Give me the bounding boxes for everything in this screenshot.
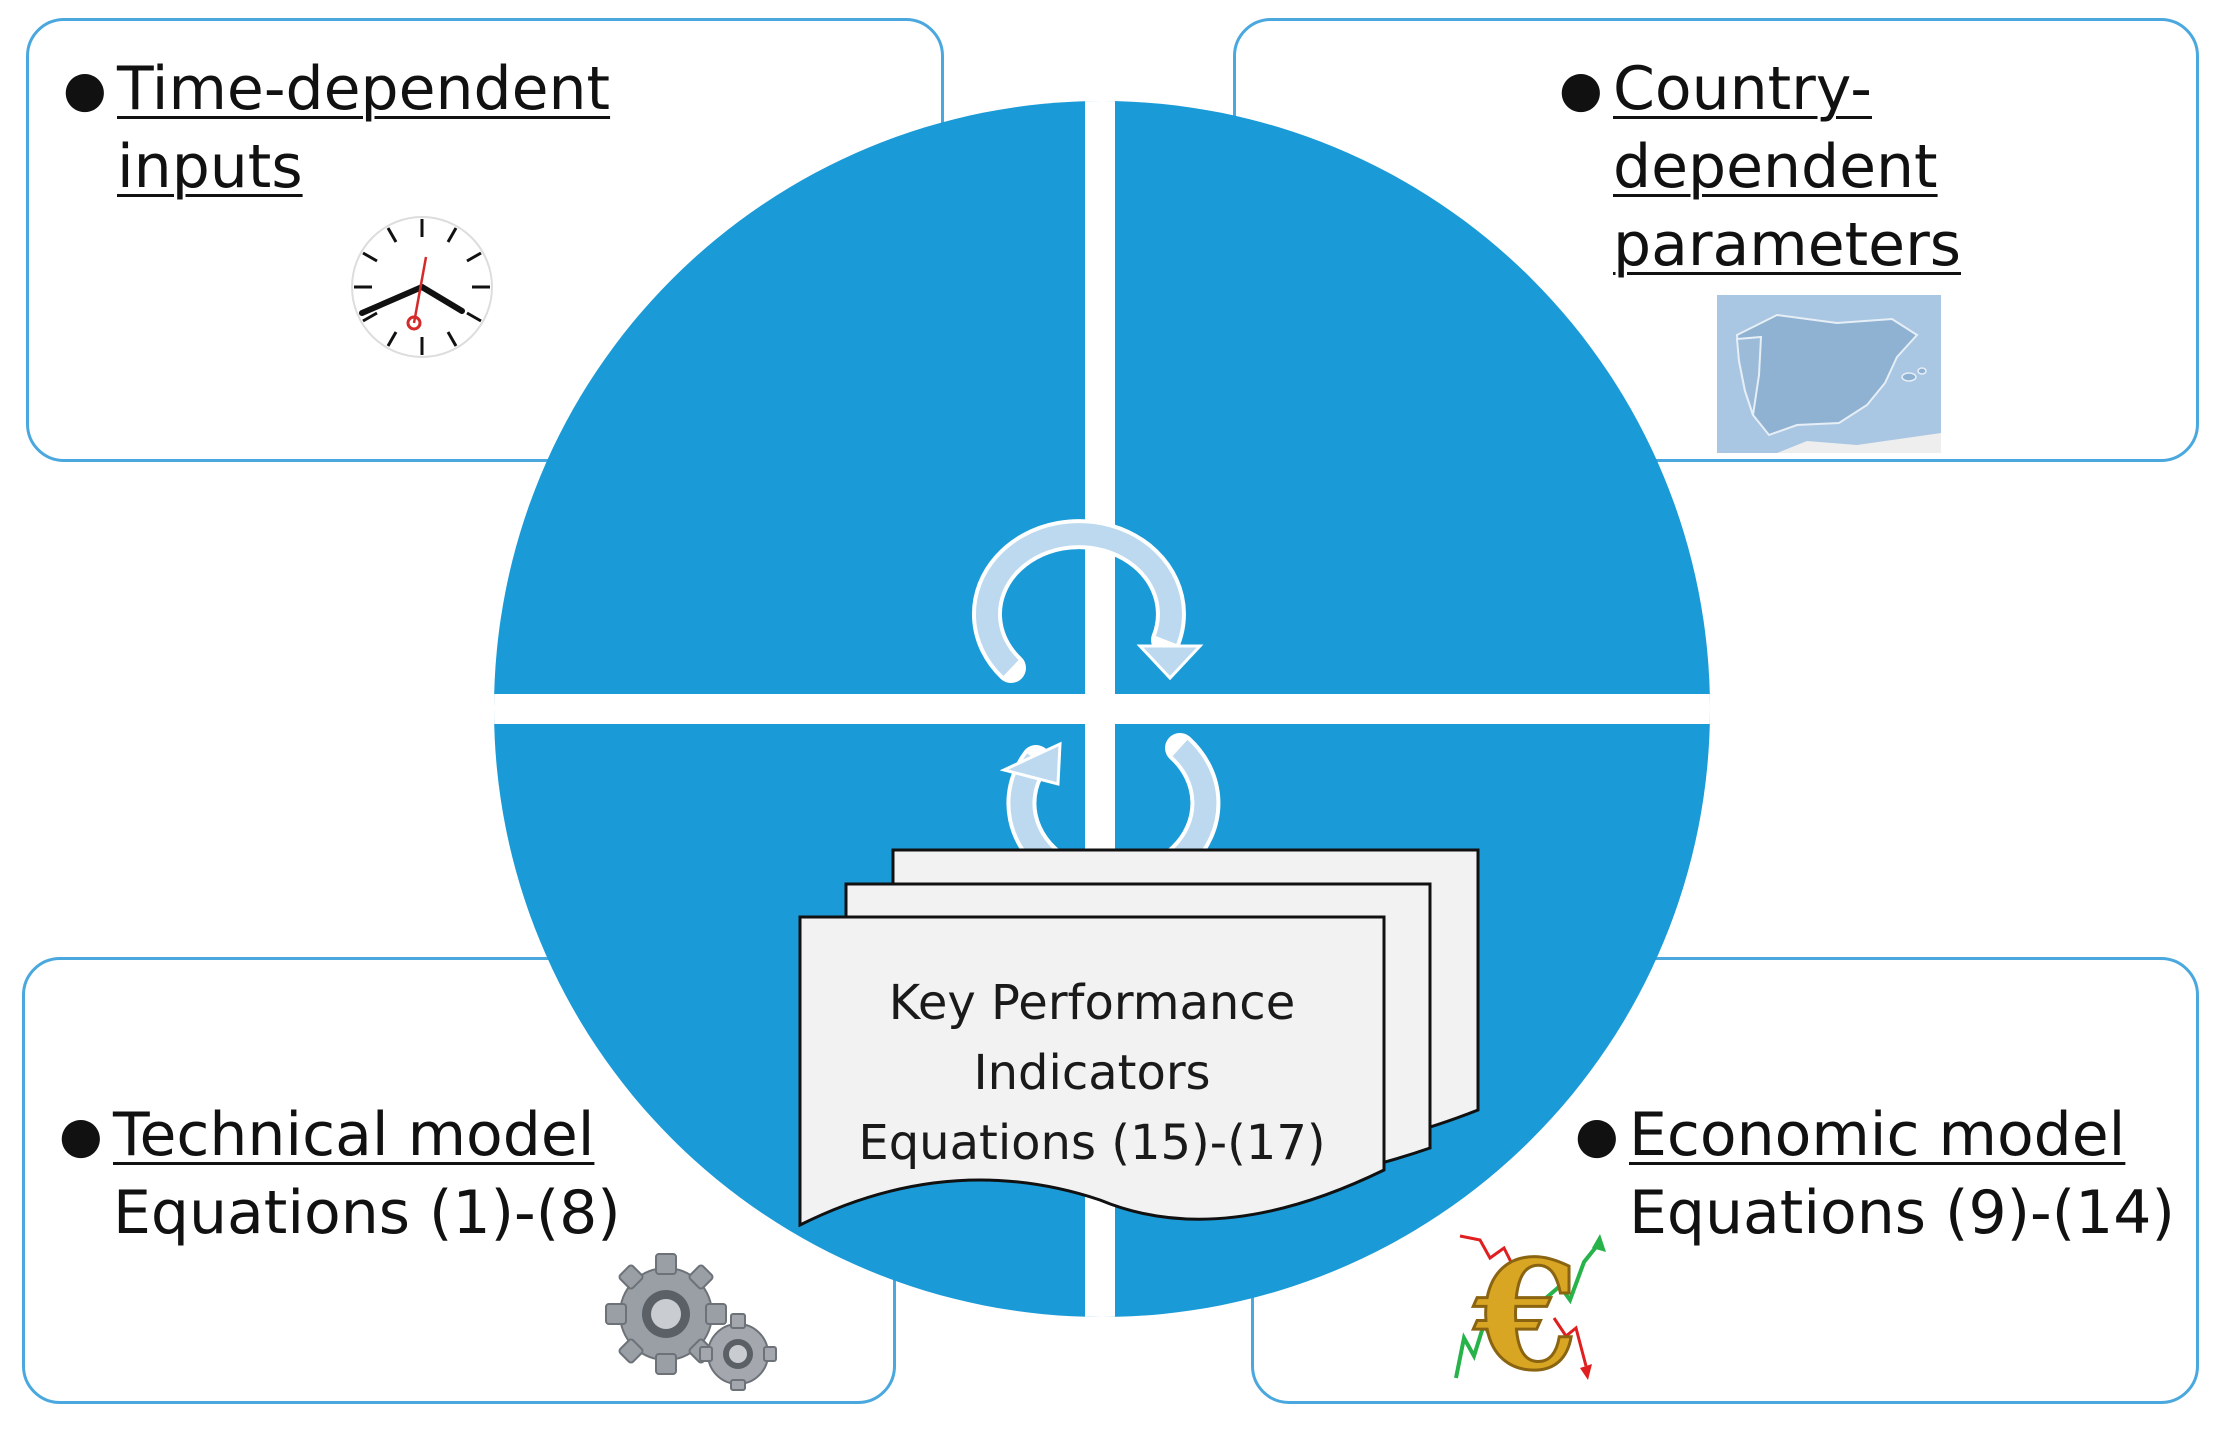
economic-model-equations: Equations (9)-(14) bbox=[1629, 1178, 2175, 1248]
bullet-icon: ● bbox=[63, 60, 107, 118]
kpi-document-stack-icon bbox=[798, 848, 1480, 1228]
technical-model-label: ● Technical model Equations (1)-(8) bbox=[59, 1096, 673, 1252]
clock-icon bbox=[351, 216, 493, 358]
time-dependent-line2: inputs bbox=[117, 132, 303, 202]
technical-model-title: Technical model bbox=[113, 1100, 595, 1170]
circle-horizontal-divider bbox=[494, 694, 1710, 724]
svg-text:€: € bbox=[1473, 1228, 1578, 1388]
bullet-icon: ● bbox=[1559, 60, 1603, 118]
country-dependent-line2: dependent bbox=[1613, 132, 1938, 202]
country-dependent-parameters-label: ● Country- dependent parameters bbox=[1559, 50, 1973, 284]
time-dependent-inputs-label: ● Time-dependent inputs bbox=[63, 50, 677, 206]
kpi-title-line2: Indicators bbox=[973, 1045, 1211, 1101]
kpi-equations: Equations (15)-(17) bbox=[858, 1115, 1326, 1171]
country-dependent-line1: Country- bbox=[1613, 54, 1872, 124]
technical-model-equations: Equations (1)-(8) bbox=[113, 1178, 621, 1248]
country-dependent-line3: parameters bbox=[1613, 210, 1962, 280]
cycle-arrow-upper-icon bbox=[972, 519, 1204, 683]
bullet-icon: ● bbox=[59, 1106, 103, 1164]
gears-icon bbox=[605, 1253, 777, 1391]
iberia-map-icon bbox=[1717, 295, 1941, 453]
kpi-title-line1: Key Performance bbox=[888, 975, 1296, 1031]
time-dependent-line1: Time-dependent bbox=[117, 54, 611, 124]
kpi-document-text: Key Performance Indicators Equations (15… bbox=[802, 968, 1382, 1178]
bullet-icon: ● bbox=[1575, 1106, 1619, 1164]
economic-model-label: ● Economic model Equations (9)-(14) bbox=[1575, 1096, 2189, 1252]
economic-model-title: Economic model bbox=[1629, 1100, 2126, 1170]
euro-chart-icon: € bbox=[1450, 1228, 1608, 1388]
